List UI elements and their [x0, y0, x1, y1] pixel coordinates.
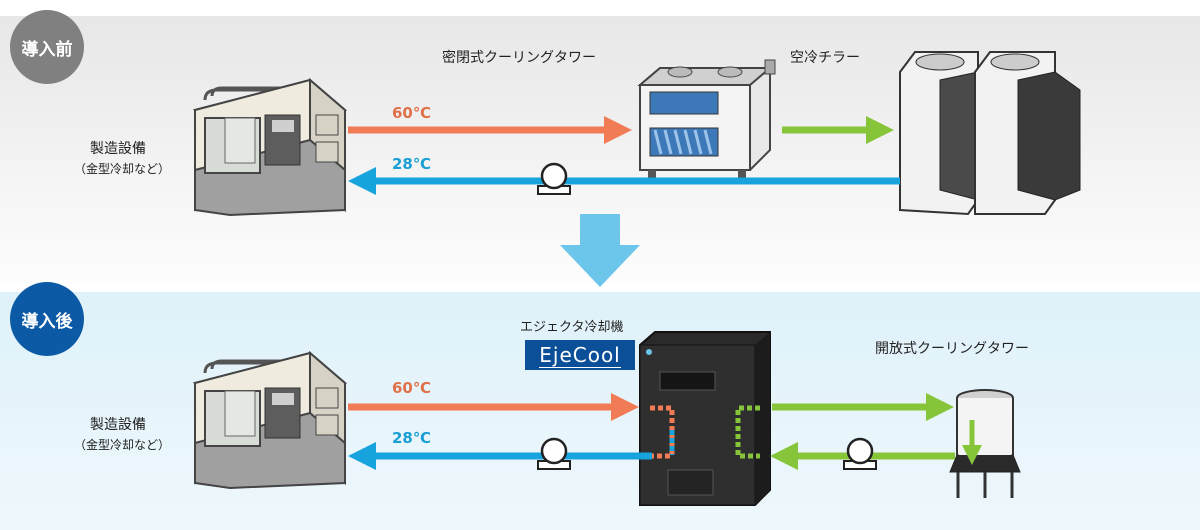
transition-arrow	[560, 214, 640, 287]
cold-temp-before: 28℃	[392, 155, 432, 173]
open-cooling-tower	[949, 389, 1021, 498]
ejecool-logo-text: EjeCool	[539, 342, 621, 368]
equipment-sub-before: （金型冷却など）	[74, 162, 171, 176]
pump-icon	[537, 162, 571, 195]
before-badge: 導入前	[10, 10, 84, 84]
open-tower-label: 開放式クーリングタワー	[875, 341, 1029, 357]
before-pipes	[348, 116, 900, 195]
after-pipes	[348, 393, 955, 470]
ejecool-logo: EjeCool	[525, 340, 635, 370]
equipment-sub-after: （金型冷却など）	[74, 438, 171, 452]
cold-temp-after: 28℃	[392, 429, 432, 447]
hot-temp-before: 60℃	[392, 104, 432, 122]
after-badge: 導入後	[10, 282, 84, 356]
air-cooled-chiller	[899, 51, 1081, 216]
hot-temp-after: 60℃	[392, 379, 432, 397]
ejector-label: エジェクタ冷却機	[520, 320, 624, 335]
manufacturing-equipment-after	[192, 350, 348, 490]
equipment-label-before: 製造設備	[90, 141, 146, 157]
equipment-label-after: 製造設備	[90, 417, 146, 433]
closed-tower-label: 密閉式クーリングタワー	[442, 50, 596, 66]
ejector-cooler	[639, 331, 771, 506]
chiller-label: 空冷チラー	[790, 50, 860, 66]
pump-icon	[537, 437, 571, 470]
manufacturing-equipment-before	[192, 77, 348, 217]
pump-icon	[843, 437, 877, 470]
closed-cooling-tower	[637, 59, 776, 182]
